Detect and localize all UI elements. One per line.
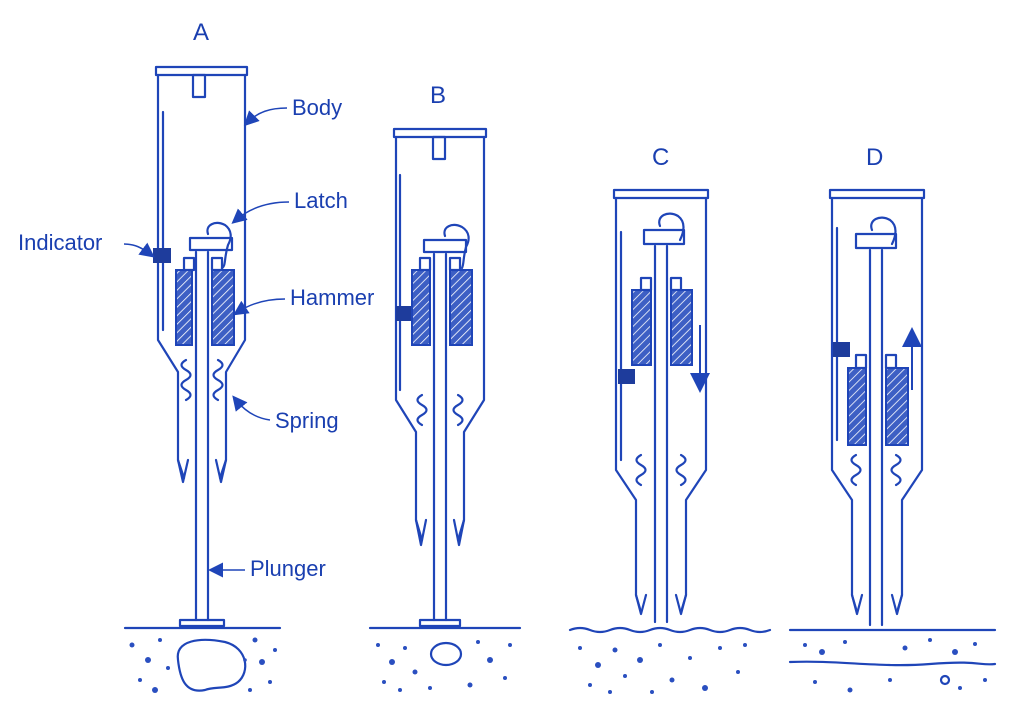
plunger-rod-b [432, 252, 448, 622]
soil-a [129, 637, 277, 693]
spring-right-c [675, 453, 687, 487]
body-cap-d [828, 188, 926, 200]
indicator-block-a [153, 248, 171, 263]
panel-label-b: B [430, 82, 446, 109]
panel-b: B [368, 82, 522, 692]
spring-right-a [212, 358, 224, 402]
spring-left-a [180, 358, 192, 402]
ground-line-c [568, 626, 772, 634]
body-cap-a [154, 65, 249, 77]
hammer-a [175, 269, 235, 346]
soil-b [376, 640, 512, 692]
label-spring: Spring [275, 408, 339, 433]
plunger-rod-a [194, 250, 210, 622]
panel-a: A [123, 19, 282, 693]
panel-label-a: A [193, 19, 209, 46]
body-outline-c [614, 196, 708, 614]
latch-plate-a [188, 236, 234, 252]
plunger-rod-c [653, 244, 669, 624]
labels-a: Body Latch Indicator Hammer Spring Plung… [18, 95, 374, 581]
label-hammer: Hammer [290, 285, 374, 310]
body-cap-c [612, 188, 710, 200]
panel-d: D [788, 144, 997, 693]
indicator-block-c [618, 369, 635, 384]
spring-right-d [890, 453, 902, 487]
void-a [176, 638, 247, 692]
body-cap-b [392, 127, 488, 139]
label-plunger: Plunger [250, 556, 326, 581]
latch-hook-a [206, 221, 232, 270]
hammer-c [631, 289, 693, 366]
spring-left-c [635, 453, 647, 487]
latch-plate-b [422, 238, 468, 254]
indicator-block-d [833, 342, 850, 357]
latch-hook-b [443, 223, 470, 270]
panel-label-c: C [652, 144, 669, 171]
label-indicator: Indicator [18, 230, 102, 255]
label-latch: Latch [294, 188, 348, 213]
spring-left-d [850, 453, 862, 487]
panel-c: C [568, 144, 772, 694]
soil-layer-d [788, 660, 997, 667]
spring-right-b [452, 393, 464, 427]
panel-label-d: D [866, 144, 883, 171]
void-b [429, 641, 463, 667]
indicator-block-b [396, 306, 414, 321]
label-body: Body [292, 95, 342, 120]
latch-hook-d [870, 216, 897, 246]
latch-plate-c [642, 228, 686, 246]
cap-slot-a [191, 73, 207, 99]
soil-c [578, 643, 747, 694]
spring-left-b [416, 393, 428, 427]
plunger-rod-d [868, 248, 884, 627]
soil-d [803, 638, 987, 693]
hammer-d [847, 367, 909, 446]
hammer-b [411, 269, 473, 346]
latch-plate-d [854, 232, 898, 250]
latch-hook-c [658, 212, 685, 242]
